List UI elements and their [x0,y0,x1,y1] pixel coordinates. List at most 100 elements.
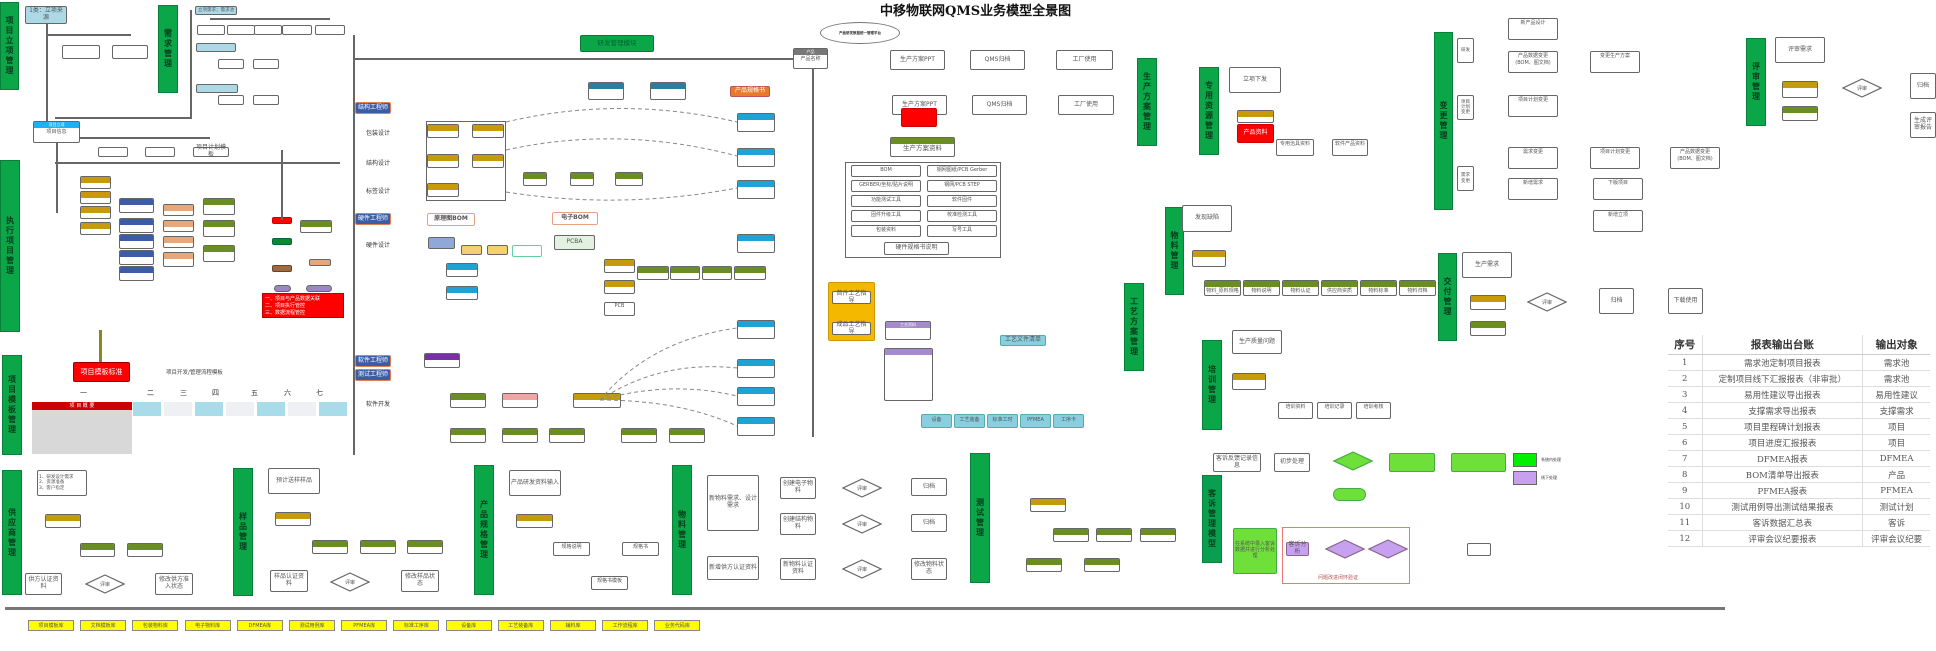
module-exec-project-mgmt[interactable]: 执行项目管理 [0,160,20,332]
exec-olive-4[interactable] [300,220,332,233]
sw-node-6[interactable] [549,428,585,443]
material-change-node[interactable] [1192,250,1226,267]
training-child-1[interactable]: 培训资料 [1278,402,1313,419]
delivery-child[interactable] [1470,321,1506,336]
exec-purple-node[interactable] [274,285,291,292]
process-list-node[interactable] [884,348,933,401]
process-outline-box[interactable]: 工艺文件清单 [1000,335,1046,346]
exec-gold-2[interactable] [80,191,111,204]
exec-tan-2[interactable] [163,220,194,232]
process-docs-node[interactable]: 工艺资料 [885,321,931,340]
complaint-step[interactable]: 初步处理 [1274,453,1310,472]
process-item[interactable]: 工序卡 [1053,414,1084,428]
rd-output-6[interactable] [737,359,775,378]
exec-navy-3[interactable] [119,234,154,249]
exec-olive-2[interactable] [203,220,235,237]
box-approval-req[interactable] [62,45,100,59]
sw-node-3[interactable] [573,393,621,408]
complaint-decision[interactable] [1332,451,1374,471]
sample-doc[interactable]: 样品认证资料 [270,570,308,592]
box-project-info[interactable] [112,45,148,59]
change-node-5[interactable]: 需求变更 [1508,147,1558,169]
demand-box-4[interactable] [282,25,312,35]
rd-teal-2[interactable] [650,82,686,100]
library-button[interactable]: 标准工序库 [393,620,440,631]
material-doc-1[interactable]: 创建电子物料 [780,477,816,499]
hw-sub-2[interactable] [446,286,478,300]
elec-bom-tag[interactable]: 电子BOM [552,212,598,225]
complaint-purple-diamond-1[interactable] [1324,539,1366,559]
demand-group-2[interactable] [196,84,238,93]
exec-purple-node-2[interactable] [306,285,332,292]
test-child-3[interactable] [1140,528,1176,542]
struct-engineer-tag[interactable]: 结构工程师 [355,102,391,114]
sample-child-1[interactable] [312,540,348,554]
spec-child-3[interactable]: 规格书模板 [591,576,628,590]
exec-tan-node[interactable] [309,259,331,266]
plan-box-2[interactable] [145,147,175,157]
module-product-spec-mgmt[interactable]: 产品规格管理 [474,465,494,595]
material-doc-3[interactable]: 新物料认证资料 [780,558,816,580]
complaint-end-box[interactable] [1467,543,1491,556]
demand-box-5[interactable] [315,25,345,35]
module-project-mgmt[interactable]: 项目立项管理 [0,2,19,90]
production-material-item[interactable]: 钢网图纸/PCB Gerber [927,165,997,177]
exec-tan-3[interactable] [163,236,194,248]
sw-node-5[interactable] [502,428,538,443]
rd-output-7[interactable] [737,387,775,406]
library-button[interactable]: 包装物料库 [132,620,179,631]
material-review-1[interactable]: 评审 [841,478,883,498]
design-node-4[interactable] [472,154,504,168]
module-delivery-mgmt[interactable]: 交付管理 [1438,253,1457,341]
demand-source-box[interactable]: 立项需求；需求池 [195,6,237,15]
change-node-10[interactable]: 新增立项 [1593,210,1643,232]
design-node-3[interactable] [427,154,459,168]
supplier-result[interactable]: 修改供方准入状态 [155,573,193,595]
product-node[interactable]: 产品 产品名称 [793,48,828,69]
plan-box-1[interactable] [98,147,128,157]
change-node-1[interactable]: 新产品设计 [1508,18,1558,40]
module-production-plan-mgmt[interactable]: 生产方案管理 [1137,58,1157,146]
sample-node[interactable] [275,512,311,526]
exec-navy-4[interactable] [119,250,154,265]
schematic-node[interactable] [428,237,455,249]
library-button[interactable]: 业务代码库 [654,620,701,631]
qms-archive-a[interactable]: QMS归档 [970,50,1025,70]
special-resource-red[interactable]: 产品资料 [1237,124,1274,143]
module-material-mgmt[interactable]: 物料管理 [672,465,692,595]
material-source-1[interactable]: 新物料需求、设计需求 [707,475,759,531]
design-child-1[interactable] [523,172,547,186]
factory-use-b[interactable]: 工厂使用 [1058,95,1114,115]
module-review-mgmt[interactable]: 评审管理 [1746,38,1766,126]
phase-box[interactable] [257,402,285,416]
complaint-purple-box[interactable]: 客诉分析 [1286,541,1309,556]
exec-gold-3[interactable] [80,206,111,219]
review-archive[interactable]: 归档 [1910,73,1936,99]
project-source-box[interactable]: 1类：立项来源 [25,6,67,24]
process-item[interactable]: 工艺装备 [954,414,985,428]
demand-sub-2[interactable] [253,59,279,69]
design-child-2[interactable] [570,172,594,186]
material-doc-2[interactable]: 创建结构物料 [780,513,816,535]
review-child[interactable] [1782,106,1818,121]
module-supplier-mgmt[interactable]: 供应商管理 [2,470,22,595]
pcba-sub-2[interactable] [604,280,635,294]
material-item[interactable]: 物料说明 [1243,280,1280,296]
delivery-source[interactable]: 生产需求 [1462,252,1512,278]
change-node-3[interactable]: 变更生产方案 [1590,51,1640,73]
production-material-item[interactable]: 钢网/PCB STEP [927,180,997,192]
supplier-child-2[interactable] [127,543,163,557]
hw-sub-1[interactable] [446,263,478,277]
change-group-plan[interactable]: 项目计划变更 [1457,95,1474,120]
exec-green-node[interactable] [272,238,292,245]
delivery-node[interactable] [1470,295,1506,310]
change-node-2[interactable]: 产品数据变更(BOM、图文档) [1508,51,1558,73]
demand-group-1[interactable] [196,43,236,52]
review-report[interactable]: 生成评审报告 [1910,112,1936,138]
production-material-item[interactable]: 写号工具 [927,225,997,237]
material-item[interactable]: 物料归档 [1399,280,1436,296]
sw-node-8[interactable] [669,428,705,443]
material-item[interactable]: 供应商资质 [1321,280,1358,296]
pcba-child-2[interactable] [670,266,700,280]
delivery-review-decision[interactable]: 评审 [1526,292,1568,312]
